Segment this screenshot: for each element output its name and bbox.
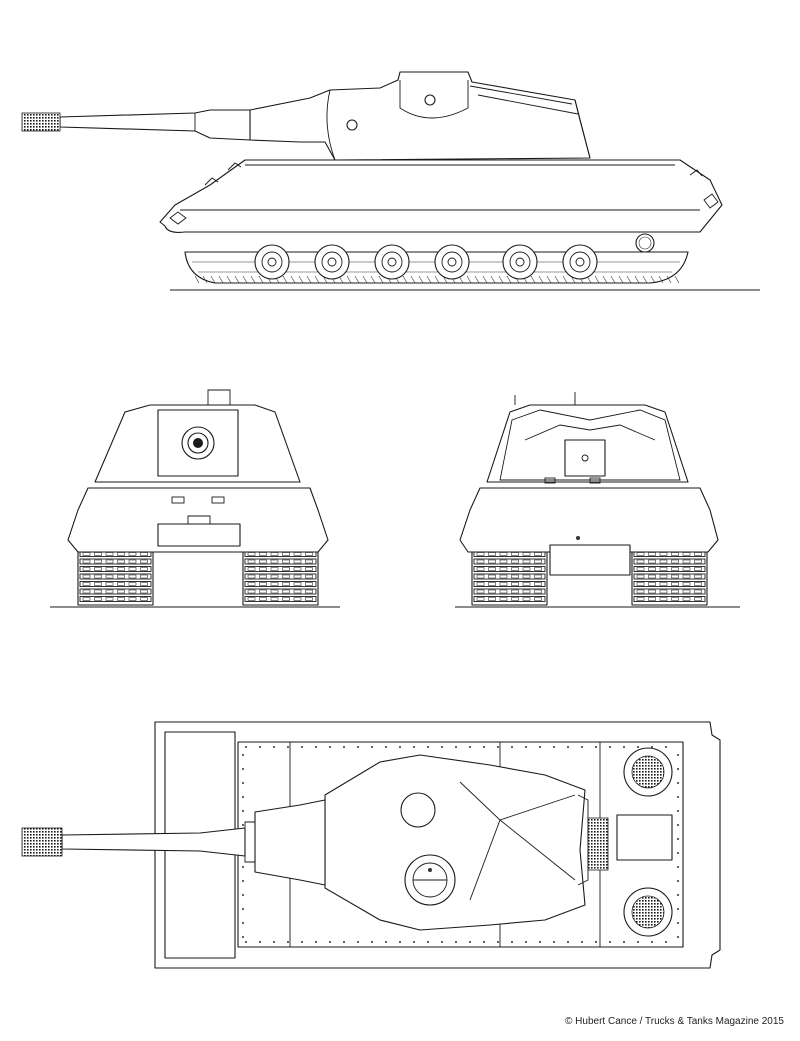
front-view (50, 389, 340, 608)
commander-cupola (400, 792, 436, 828)
side-view (21, 71, 760, 291)
right-cooling-fan (623, 887, 673, 937)
top-gun-barrel (61, 827, 246, 857)
copyright-credit: © Hubert Cance / Trucks & Tanks Magazine… (565, 1016, 784, 1027)
gun-mantlet (157, 409, 239, 477)
road-wheel (502, 244, 538, 280)
front-hull (67, 487, 329, 553)
side-gun-barrel (59, 109, 251, 141)
rear-hatch (635, 233, 655, 253)
road-wheel (314, 244, 350, 280)
side-hull (159, 159, 723, 233)
top-muzzle-brake (21, 827, 63, 857)
rear-view (455, 392, 740, 608)
road-wheels (254, 244, 598, 280)
side-muzzle-brake (21, 112, 61, 132)
left-cooling-fan (623, 747, 673, 797)
top-turret (324, 754, 586, 931)
rear-hull (459, 487, 719, 553)
side-turret (249, 71, 591, 161)
road-wheel (434, 244, 470, 280)
road-wheel (562, 244, 598, 280)
road-wheel (254, 244, 290, 280)
top-view (21, 721, 721, 969)
road-wheel (374, 244, 410, 280)
